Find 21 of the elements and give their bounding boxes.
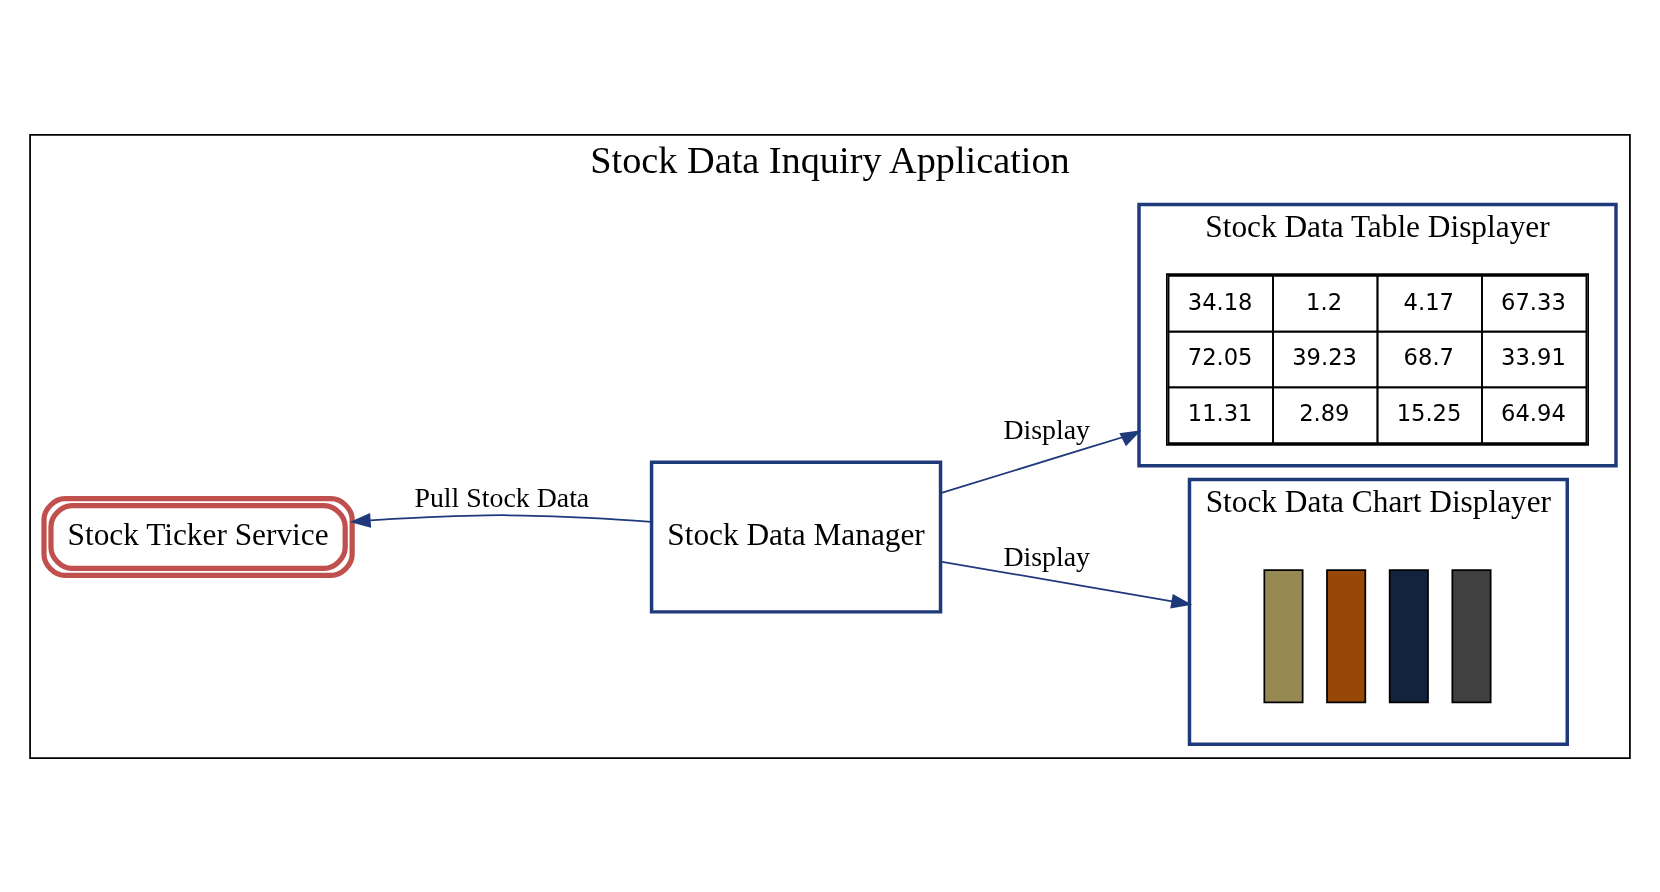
label: 2.89 <box>1299 399 1350 426</box>
label: 33.91 <box>1501 343 1566 370</box>
label: 4.17 <box>1403 288 1454 315</box>
node-box: Stock Ticker Service <box>41 495 355 578</box>
arrow <box>939 560 1193 608</box>
label: 15.25 <box>1396 399 1462 426</box>
label: 67.33 <box>1501 288 1566 315</box>
label: 34.18 <box>1187 288 1253 315</box>
label: 68.7 <box>1403 343 1454 370</box>
edge-label: Display <box>1003 540 1091 572</box>
arrow <box>939 429 1142 494</box>
node-box: Stock Data Manager <box>649 459 943 614</box>
edge-label: Display <box>1003 413 1091 445</box>
label: 1.2 <box>1306 288 1343 315</box>
label: 39.23 <box>1292 343 1357 370</box>
label: 11.31 <box>1187 399 1253 426</box>
label: 72.05 <box>1187 343 1253 370</box>
label: 64.94 <box>1501 399 1566 426</box>
cluster: Stock Data Chart Displayer <box>1187 477 1569 746</box>
arrow <box>349 512 653 528</box>
edge-label: Pull Stock Data <box>414 481 590 513</box>
